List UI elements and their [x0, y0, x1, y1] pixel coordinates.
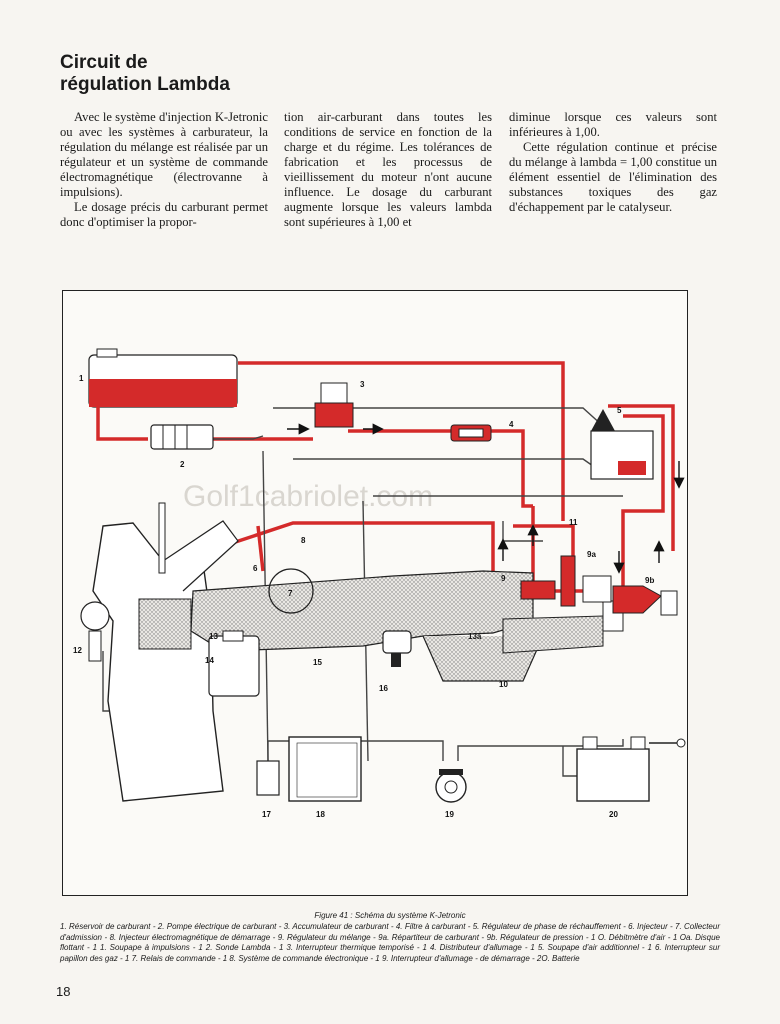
figure-caption-title: Figure 41 : Schéma du système K-Jetronic — [314, 911, 466, 920]
paragraph: Avec le système d'injection K-Jetronic o… — [60, 110, 268, 199]
label-7: 7 — [288, 589, 293, 598]
paragraph: diminue lorsque ces valeurs sont inférie… — [509, 110, 717, 139]
label-9b: 9b — [645, 576, 654, 585]
diagram-labels: 1 2 3 4 5 6 7 8 9 9a 9b 10 11 12 13 13a … — [73, 374, 654, 819]
warm-up-regulator — [590, 409, 654, 480]
electronic-control-unit — [288, 736, 362, 802]
label-19: 19 — [445, 810, 454, 819]
label-9a: 9a — [587, 550, 596, 559]
label-5: 5 — [617, 406, 622, 415]
paragraph: Le dosage précis du carburant permet don… — [60, 200, 268, 229]
label-13: 13 — [209, 632, 218, 641]
label-6: 6 — [253, 564, 258, 573]
fuel-filter — [450, 424, 492, 442]
page-title: Circuit de régulation Lambda — [60, 52, 230, 96]
label-20: 20 — [609, 810, 618, 819]
ignition-distributor — [208, 630, 260, 697]
label-12: 12 — [73, 646, 82, 655]
fuel-accumulator — [314, 382, 354, 428]
text-column-1: Avec le système d'injection K-Jetronic o… — [60, 110, 268, 230]
fuel-tank — [88, 348, 238, 408]
text-column-2: tion air-carburant dans toutes les condi… — [284, 110, 492, 230]
engine — [80, 502, 239, 802]
label-17: 17 — [262, 810, 271, 819]
label-14: 14 — [205, 656, 214, 665]
label-13a: 13a — [468, 632, 482, 641]
k-jetronic-diagram: Golf1cabriolet.com — [62, 290, 688, 896]
title-line-2: régulation Lambda — [60, 74, 230, 95]
title-line-1: Circuit de — [60, 52, 148, 73]
label-2: 2 — [180, 460, 185, 469]
paragraph: Cette régulation continue et précise du … — [509, 140, 717, 214]
battery — [576, 736, 686, 802]
label-3: 3 — [360, 380, 365, 389]
label-1: 1 — [79, 374, 84, 383]
label-11: 11 — [569, 518, 578, 527]
label-9: 9 — [501, 574, 506, 583]
mixture-control-unit — [520, 555, 678, 616]
control-relay — [256, 760, 280, 796]
text-column-3: diminue lorsque ces valeurs sont inférie… — [509, 110, 717, 215]
page-number: 18 — [56, 984, 71, 999]
fuel-pump — [150, 424, 214, 450]
lambda-sensor — [88, 630, 102, 662]
label-8: 8 — [301, 536, 306, 545]
paragraph: tion air-carburant dans toutes les condi… — [284, 110, 492, 229]
flow-arrows — [287, 423, 685, 574]
label-10: 10 — [499, 680, 508, 689]
label-16: 16 — [379, 684, 388, 693]
throttle-switch — [382, 630, 412, 667]
label-15: 15 — [313, 658, 322, 667]
ignition-switch — [435, 769, 467, 803]
air-flow-meter — [502, 600, 624, 654]
label-18: 18 — [316, 810, 325, 819]
figure-caption-legend: 1. Réservoir de carburant - 2. Pompe éle… — [60, 922, 720, 963]
label-4: 4 — [509, 420, 514, 429]
diagram-drawing: Golf1cabriolet.com — [73, 348, 686, 819]
